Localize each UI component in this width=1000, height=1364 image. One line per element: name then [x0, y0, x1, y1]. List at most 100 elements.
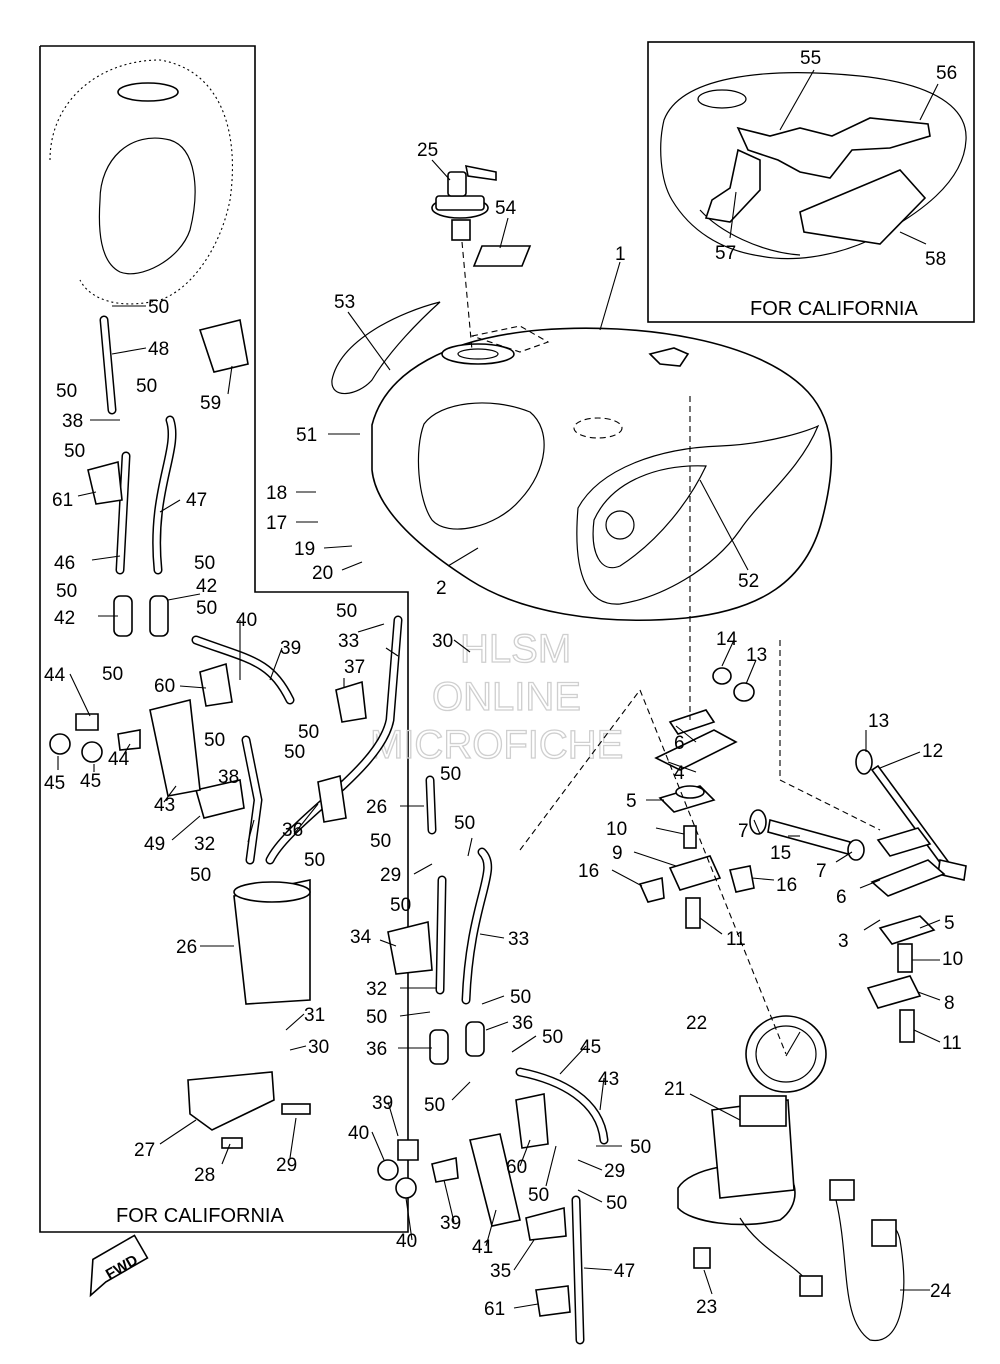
callout-26-a: 26 — [176, 937, 197, 958]
callout-50-b: 50 — [56, 381, 77, 402]
callout-32-a: 32 — [194, 834, 215, 855]
callout-31: 31 — [304, 1005, 325, 1026]
callout-50-m: 50 — [304, 850, 325, 871]
callout-33-a: 33 — [338, 631, 359, 652]
callout-30-a: 30 — [308, 1037, 329, 1058]
callout-29-c: 29 — [604, 1161, 625, 1182]
fuel-pump-assembly — [519, 688, 905, 1342]
callout-50-p: 50 — [370, 831, 391, 852]
callout-15: 15 — [770, 843, 791, 864]
callout-51: 51 — [296, 425, 317, 446]
callout-36-c: 36 — [512, 1013, 533, 1034]
callout-40-c: 40 — [396, 1231, 417, 1252]
callout-50-f: 50 — [56, 581, 77, 602]
callout-28: 28 — [194, 1165, 215, 1186]
callout-1: 1 — [615, 244, 626, 265]
callout-16-b: 16 — [776, 875, 797, 896]
callout-18: 18 — [266, 483, 287, 504]
callout-7-b: 7 — [816, 861, 827, 882]
callout-16-a: 16 — [578, 861, 599, 882]
callout-44-a: 44 — [44, 665, 66, 686]
callout-46: 46 — [54, 553, 75, 574]
callout-40-b: 40 — [348, 1123, 369, 1144]
tank-protector-53-shape — [331, 301, 441, 395]
callout-10-a: 10 — [606, 819, 627, 840]
callout-60-b: 60 — [506, 1157, 527, 1178]
callout-50-n: 50 — [336, 601, 357, 622]
callout-50-d: 50 — [64, 441, 85, 462]
callout-50-e: 50 — [194, 553, 215, 574]
callout-36-b: 36 — [366, 1039, 387, 1060]
callout-43-a: 43 — [154, 795, 175, 816]
insulator-58-shape — [799, 169, 927, 245]
callout-5-a: 5 — [626, 791, 637, 812]
callout-55: 55 — [800, 48, 821, 69]
callout-37: 37 — [344, 657, 365, 678]
callout-labels: 55 56 57 58 25 54 1 53 51 18 17 19 20 2 … — [44, 48, 963, 1320]
callout-56: 56 — [936, 63, 957, 84]
callout-20: 20 — [312, 563, 333, 584]
callout-5-b: 5 — [944, 913, 955, 934]
callout-39-a: 39 — [280, 638, 301, 659]
label-54-shape — [472, 245, 532, 267]
fuel-cap-assembly — [431, 164, 532, 351]
callout-41: 41 — [472, 1237, 493, 1258]
callout-3: 3 — [838, 931, 849, 952]
callout-9: 9 — [612, 843, 623, 864]
callout-42-b: 42 — [54, 608, 75, 629]
callout-21: 21 — [664, 1079, 685, 1100]
callout-33-b: 33 — [508, 929, 529, 950]
callout-50-q: 50 — [454, 813, 475, 834]
callout-17: 17 — [266, 513, 287, 534]
callout-50-w: 50 — [630, 1137, 651, 1158]
callout-50-h: 50 — [102, 664, 123, 685]
callout-42-a: 42 — [196, 576, 217, 597]
callout-30-b: 30 — [432, 631, 453, 652]
callout-59: 59 — [200, 393, 221, 414]
callout-61-a: 61 — [52, 490, 73, 511]
callout-50-o: 50 — [440, 764, 461, 785]
callout-60-a: 60 — [154, 676, 175, 697]
callout-48: 48 — [148, 339, 169, 360]
callout-50-c: 50 — [136, 376, 157, 397]
callout-50-g: 50 — [196, 598, 217, 619]
callout-11-b: 11 — [942, 1033, 962, 1054]
callout-29-b: 29 — [380, 865, 401, 886]
callout-50-v: 50 — [424, 1095, 445, 1116]
callout-34: 34 — [350, 927, 372, 948]
callout-25: 25 — [417, 140, 438, 161]
callout-26-b: 26 — [366, 797, 387, 818]
california-left-frame — [39, 45, 409, 1233]
insulator-57-shape — [704, 148, 761, 223]
callout-40-a: 40 — [236, 610, 257, 631]
callout-57: 57 — [715, 243, 736, 264]
callout-52: 52 — [738, 571, 759, 592]
callout-38-b: 38 — [218, 767, 239, 788]
callout-13-a: 13 — [746, 645, 767, 666]
callout-47-a: 47 — [186, 490, 207, 511]
california-inset-frame — [647, 41, 975, 323]
inset-tank — [660, 72, 967, 260]
callout-61-b: 61 — [484, 1299, 505, 1320]
california-inset-note: FOR CALIFORNIA — [750, 298, 918, 320]
insulator-56-shape — [736, 117, 931, 179]
watermark-line1: HLSM — [460, 627, 571, 671]
callout-6-b: 6 — [836, 887, 847, 908]
callout-54: 54 — [495, 198, 517, 219]
callout-29-a: 29 — [276, 1155, 297, 1176]
callout-19: 19 — [294, 539, 315, 560]
callout-35: 35 — [490, 1261, 511, 1282]
callout-38-a: 38 — [62, 411, 83, 432]
callout-50-y: 50 — [606, 1193, 627, 1214]
callout-50-s: 50 — [366, 1007, 387, 1028]
callout-50-a: 50 — [148, 297, 169, 318]
callout-50-j: 50 — [298, 722, 319, 743]
callout-7-a: 7 — [738, 821, 749, 842]
fuel-tank — [331, 301, 833, 622]
callout-50-r: 50 — [390, 895, 411, 916]
watermark-line3: MICROFICHE — [370, 723, 623, 767]
callout-12: 12 — [922, 741, 943, 762]
mount-hardware — [638, 396, 967, 1043]
callout-45-c: 45 — [580, 1037, 601, 1058]
callout-50-x: 50 — [528, 1185, 549, 1206]
